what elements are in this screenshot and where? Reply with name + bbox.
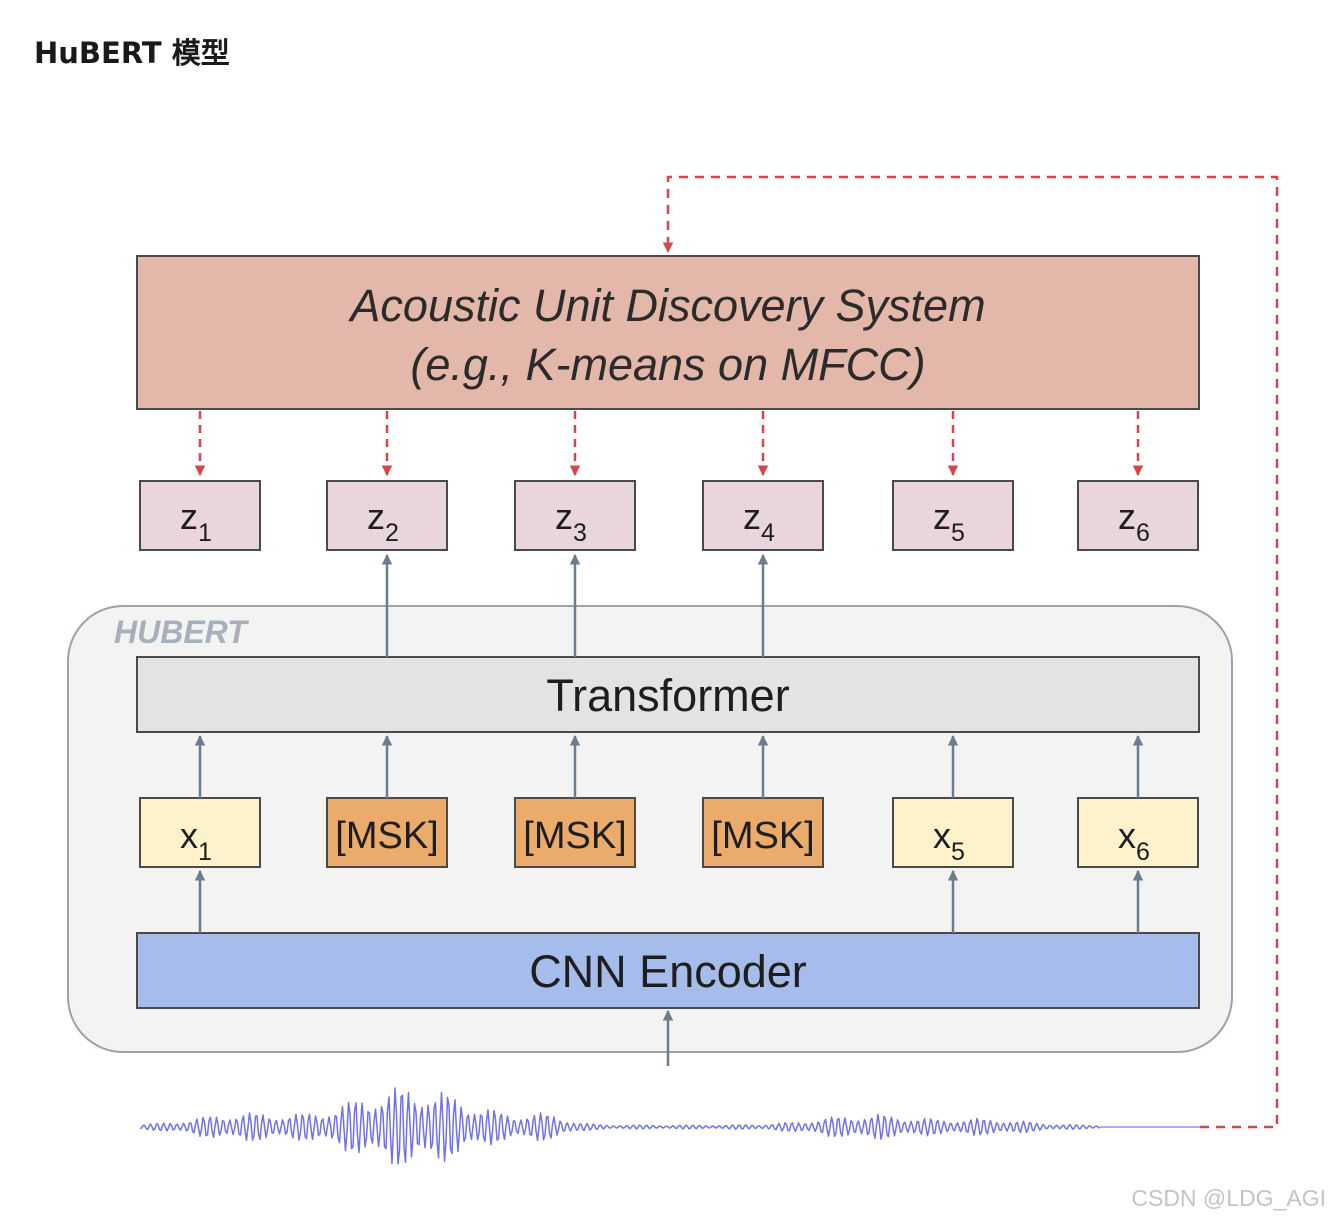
input-label: [MSK] xyxy=(335,815,438,857)
target-label: z1 xyxy=(180,496,212,547)
watermark: CSDN @LDG_AGI xyxy=(1131,1185,1326,1211)
hubert-label: HUBERT xyxy=(114,614,249,650)
input-x1: x1 xyxy=(139,797,261,868)
target-box xyxy=(514,480,636,551)
target-z2: z2 xyxy=(326,480,448,551)
inputs-row: x1 [MSK] [MSK] [MSK] x5 x6 xyxy=(139,797,1199,868)
input-label: x6 xyxy=(1118,815,1150,866)
input-box xyxy=(702,797,824,868)
input-mask-token: [MSK] xyxy=(514,797,636,868)
cnn-encoder-box xyxy=(136,932,1200,1009)
audio-waveform xyxy=(139,1087,1200,1165)
target-box xyxy=(326,480,448,551)
input-box xyxy=(514,797,636,868)
connection-arrows xyxy=(194,411,1144,933)
target-z4: z4 xyxy=(702,480,824,551)
input-mask-token: [MSK] xyxy=(326,797,448,868)
feedback-dashed-arrow xyxy=(662,175,1279,1129)
target-z5: z5 xyxy=(892,480,1014,551)
target-box xyxy=(1077,480,1199,551)
input-mask-token: [MSK] xyxy=(702,797,824,868)
target-z1: z1 xyxy=(139,480,261,551)
input-label: [MSK] xyxy=(523,815,626,857)
input-box xyxy=(326,797,448,868)
target-label: z3 xyxy=(555,496,587,547)
input-x5: x5 xyxy=(892,797,1014,868)
target-z3: z3 xyxy=(514,480,636,551)
transformer-box xyxy=(136,656,1200,733)
cnn-encoder-label: CNN Encoder xyxy=(529,946,807,997)
target-label: z2 xyxy=(367,496,399,547)
target-label: z4 xyxy=(743,496,775,547)
target-label: z5 xyxy=(933,496,965,547)
input-label: [MSK] xyxy=(711,815,814,857)
target-box xyxy=(702,480,824,551)
targets-row: z1 z2 z3 z4 z5 z6 xyxy=(139,480,1199,551)
target-z6: z6 xyxy=(1077,480,1199,551)
waveform-signal xyxy=(139,1087,1101,1165)
target-box xyxy=(139,480,261,551)
input-label: x5 xyxy=(933,815,965,866)
input-x6: x6 xyxy=(1077,797,1199,868)
input-label: x1 xyxy=(180,815,212,866)
target-box xyxy=(892,480,1014,551)
transformer-label: Transformer xyxy=(546,670,789,721)
transformer-block: Transformer xyxy=(136,656,1200,733)
page-title: HuBERT 模型 xyxy=(34,36,230,70)
input-box xyxy=(892,797,1014,868)
input-box xyxy=(1077,797,1199,868)
acoustic-system-subtitle: (e.g., K-means on MFCC) xyxy=(410,339,925,390)
acoustic-system-box xyxy=(136,255,1200,410)
cnn-encoder-block: CNN Encoder xyxy=(136,932,1200,1009)
acoustic-system-title: Acoustic Unit Discovery System xyxy=(347,280,985,331)
target-label: z6 xyxy=(1118,496,1150,547)
acoustic-unit-discovery-system: Acoustic Unit Discovery System (e.g., K-… xyxy=(136,255,1200,410)
